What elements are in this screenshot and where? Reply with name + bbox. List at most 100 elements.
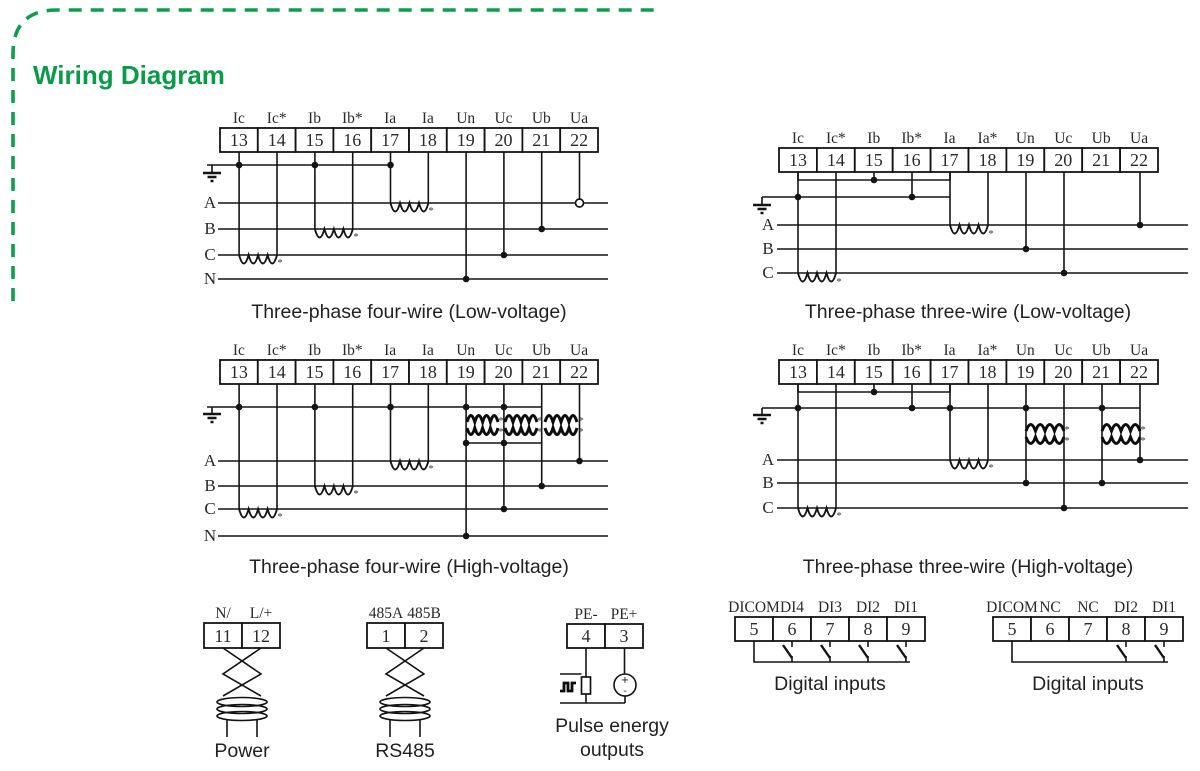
polarity-asterisk: * [1064, 424, 1070, 436]
pt-winding [543, 422, 579, 436]
terminal-number: 18 [978, 150, 996, 170]
terminal-label: Un [456, 110, 475, 127]
terminal-box [559, 127, 599, 153]
pt-winding [543, 414, 579, 428]
choke-coil [379, 703, 431, 715]
terminal-label: Ua [570, 342, 588, 359]
terminal-label: Ia* [978, 130, 998, 147]
terminal-row: 13Ic14Ic*15Ib16Ib*17Ia18Ia19Un20Uc21Ub22… [219, 110, 599, 153]
terminal-number: 16 [343, 130, 361, 150]
terminal-label: DI2 [1114, 599, 1138, 616]
block-caption: Digital inputs [1032, 673, 1144, 695]
terminal-number: 17 [381, 130, 399, 150]
terminal-number: 17 [941, 150, 959, 170]
terminal-number: 4 [582, 626, 591, 646]
terminal-number: 16 [903, 150, 921, 170]
terminal-label: Ua [1130, 130, 1148, 147]
terminal-label: Ic* [826, 130, 846, 147]
terminal-number: 13 [789, 362, 807, 382]
terminal-box [1081, 147, 1121, 173]
ground-icon [203, 171, 221, 183]
polarity-asterisk: * [988, 228, 994, 240]
choke-coil [216, 703, 268, 715]
phase-label: N [204, 526, 216, 545]
terminal-number: 3 [620, 626, 629, 646]
plus-sign: + [621, 675, 629, 686]
page-title: Wiring Diagram [33, 60, 225, 90]
terminal-box [967, 359, 1008, 385]
terminal-row: 13Ic14Ic*15Ib16Ib*17Ia18Ia*19Un20Uc21Ub2… [778, 342, 1159, 385]
polarity-asterisk: * [498, 426, 504, 438]
terminal-number: 19 [457, 130, 475, 150]
terminal-label: Ib* [901, 130, 922, 147]
diagram-caption: Three-phase four-wire (High-voltage) [249, 556, 569, 578]
terminal-box [1119, 147, 1159, 173]
terminal-row: 11N/12L/+ [203, 605, 281, 649]
terminal-number: 20 [1054, 150, 1072, 170]
choke-coil [379, 710, 431, 722]
terminal-label: Uc [1054, 342, 1072, 359]
terminal-label: DI1 [894, 599, 918, 616]
terminal-number: 16 [903, 362, 921, 382]
terminal-number: 1 [382, 626, 391, 646]
terminal-label: 485B [407, 605, 441, 622]
terminal-label: Ic [233, 110, 245, 127]
terminal-label: Ua [570, 110, 588, 127]
polarity-asterisk: * [988, 462, 994, 474]
terminal-number: 14 [827, 150, 845, 170]
terminal-number: 15 [865, 150, 883, 170]
polarity-asterisk: * [277, 257, 283, 269]
terminal-box [891, 359, 932, 385]
terminal-box [1144, 616, 1184, 642]
terminal-label: NC [1077, 599, 1099, 616]
minus-sign: - [623, 686, 627, 697]
terminal-label: Ib [867, 130, 880, 147]
terminal-box [1068, 616, 1108, 642]
polarity-asterisk: * [836, 510, 842, 522]
terminal-number: 21 [532, 130, 550, 150]
phase-label: C [204, 499, 215, 518]
terminal-label: Ub [1092, 342, 1111, 359]
terminal-label: Ic* [826, 342, 846, 359]
phase-label: B [762, 239, 773, 258]
terminal-label: DI1 [1152, 599, 1176, 616]
diagram-three-phase-four-wire-high-voltage: 13Ic14Ic*15Ib16Ib*17Ia18Ia19Un20Uc21Ub22… [203, 342, 608, 578]
terminal-label: DICOM [986, 599, 1038, 616]
terminal-number: 18 [419, 362, 437, 382]
polarity-asterisk: * [537, 426, 543, 438]
terminal-label: Ib* [342, 110, 363, 127]
pt-winding [1100, 432, 1142, 445]
terminal-label: DI3 [818, 599, 842, 616]
terminal-label: Ic [792, 130, 804, 147]
terminal-number: 14 [827, 362, 845, 382]
terminal-number: 9 [902, 619, 911, 639]
ct-coil-b [313, 482, 354, 496]
block-caption: Pulse energy [555, 715, 669, 737]
ua-tap-ring [574, 198, 585, 208]
terminal-number: 12 [252, 626, 270, 646]
terminal-number: 22 [1130, 150, 1148, 170]
polarity-asterisk: * [353, 231, 359, 243]
terminal-box [559, 359, 599, 385]
terminal-label: Ia [422, 110, 434, 127]
terminal-box [483, 127, 524, 153]
terminal-number: 14 [268, 130, 286, 150]
dashed-border [11, 8, 662, 301]
polarity-asterisk: * [428, 205, 434, 217]
terminal-number: 15 [306, 362, 324, 382]
terminal-label: Ic [233, 342, 245, 359]
terminal-label: Ub [532, 110, 551, 127]
polarity-asterisk: * [353, 488, 359, 500]
terminal-row: 4PE-3PE+ [566, 606, 644, 649]
terminal-number: 8 [1122, 619, 1131, 639]
terminal-number: 5 [750, 619, 759, 639]
ct-coil-c [797, 504, 837, 518]
switch-blade [782, 644, 907, 659]
power-block: 11N/12L/+ Power [203, 605, 281, 762]
ct-coil-c [797, 269, 837, 283]
pulse-signal-icon [560, 681, 576, 693]
